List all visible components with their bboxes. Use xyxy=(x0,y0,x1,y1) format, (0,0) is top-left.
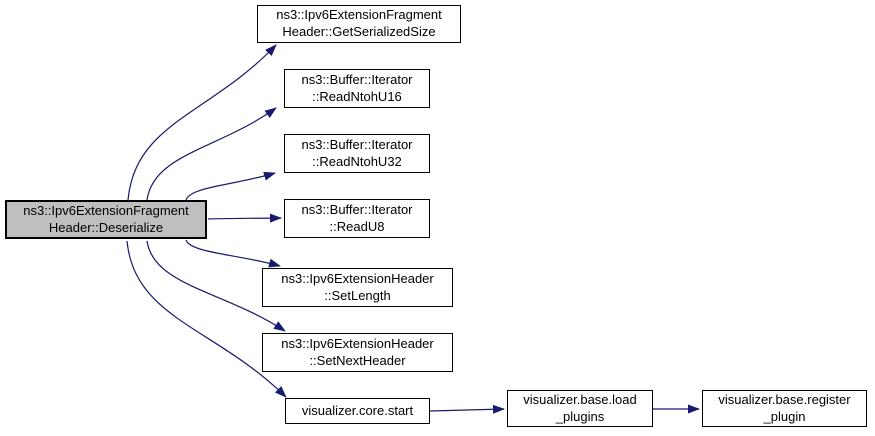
node-read-ntoh-u16[interactable]: ns3::Buffer::Iterator ::ReadNtohU16 xyxy=(284,69,430,108)
node-set-next-header[interactable]: ns3::Ipv6ExtensionHeader ::SetNextHeader xyxy=(262,333,453,372)
edge-deserialize-to-read-ntoh-u32 xyxy=(185,171,276,201)
edge-deserialize-to-core-start xyxy=(126,240,287,398)
node-label: visualizer.base.load _plugins xyxy=(523,391,637,424)
node-get-serialized-size[interactable]: ns3::Ipv6ExtensionFragment Header::GetSe… xyxy=(257,5,461,43)
node-core-start[interactable]: visualizer.core.start xyxy=(285,398,430,424)
node-label: ns3::Ipv6ExtensionFragment Header::GetSe… xyxy=(276,7,442,39)
node-label: ns3::Ipv6ExtensionHeader ::SetLength xyxy=(281,270,434,303)
node-read-u8[interactable]: ns3::Buffer::Iterator ::ReadU8 xyxy=(284,199,430,238)
node-read-ntoh-u32[interactable]: ns3::Buffer::Iterator ::ReadNtohU32 xyxy=(284,134,430,173)
edge-core-start-to-load-plugins xyxy=(429,404,505,414)
node-load-plugins[interactable]: visualizer.base.load _plugins xyxy=(507,390,653,427)
edge-deserialize-to-set-length xyxy=(185,239,281,268)
node-deserialize: ns3::Ipv6ExtensionFragment Header::Deser… xyxy=(5,200,207,239)
node-label: ns3::Ipv6ExtensionHeader ::SetNextHeader xyxy=(281,335,434,368)
node-label: ns3::Buffer::Iterator ::ReadNtohU16 xyxy=(301,71,413,104)
edge-deserialize-to-get-serialized-size xyxy=(127,44,277,201)
node-label: ns3::Ipv6ExtensionFragment Header::Deser… xyxy=(23,202,189,235)
node-set-length[interactable]: ns3::Ipv6ExtensionHeader ::SetLength xyxy=(262,268,453,307)
node-label: visualizer.core.start xyxy=(301,402,414,418)
node-register-plugin[interactable]: visualizer.base.register _plugin xyxy=(702,390,867,427)
node-label: ns3::Buffer::Iterator ::ReadU8 xyxy=(301,201,413,234)
edge-deserialize-to-read-ntoh-u16 xyxy=(146,107,277,201)
edge-deserialize-to-read-u8 xyxy=(207,213,282,223)
node-label: visualizer.base.register _plugin xyxy=(718,391,851,424)
node-label: ns3::Buffer::Iterator ::ReadNtohU32 xyxy=(301,136,413,169)
